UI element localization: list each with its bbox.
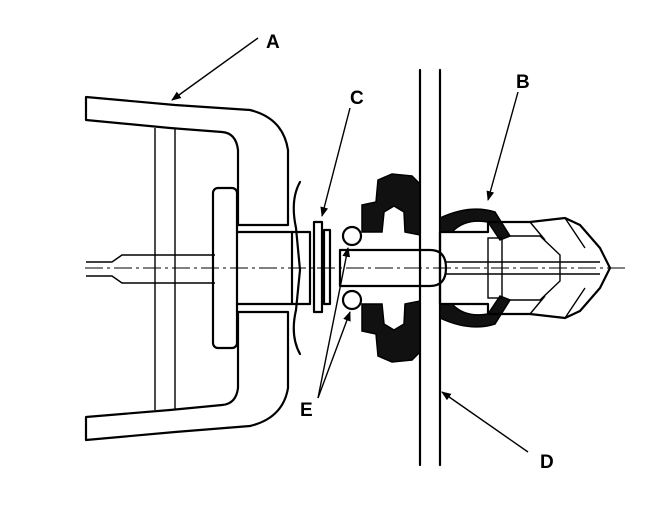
clip-b — [438, 208, 612, 328]
washer-c — [312, 220, 332, 314]
label-b: B — [516, 72, 530, 93]
ball-upper — [341, 225, 363, 247]
central-pin — [338, 248, 600, 288]
grommet — [361, 173, 421, 363]
plunger-flange — [211, 180, 312, 356]
label-c: C — [350, 88, 364, 109]
label-e: E — [300, 400, 313, 421]
ball-lower — [341, 289, 363, 311]
label-d: D — [540, 452, 554, 473]
leader-lines — [171, 37, 529, 453]
label-a: A — [266, 32, 280, 53]
